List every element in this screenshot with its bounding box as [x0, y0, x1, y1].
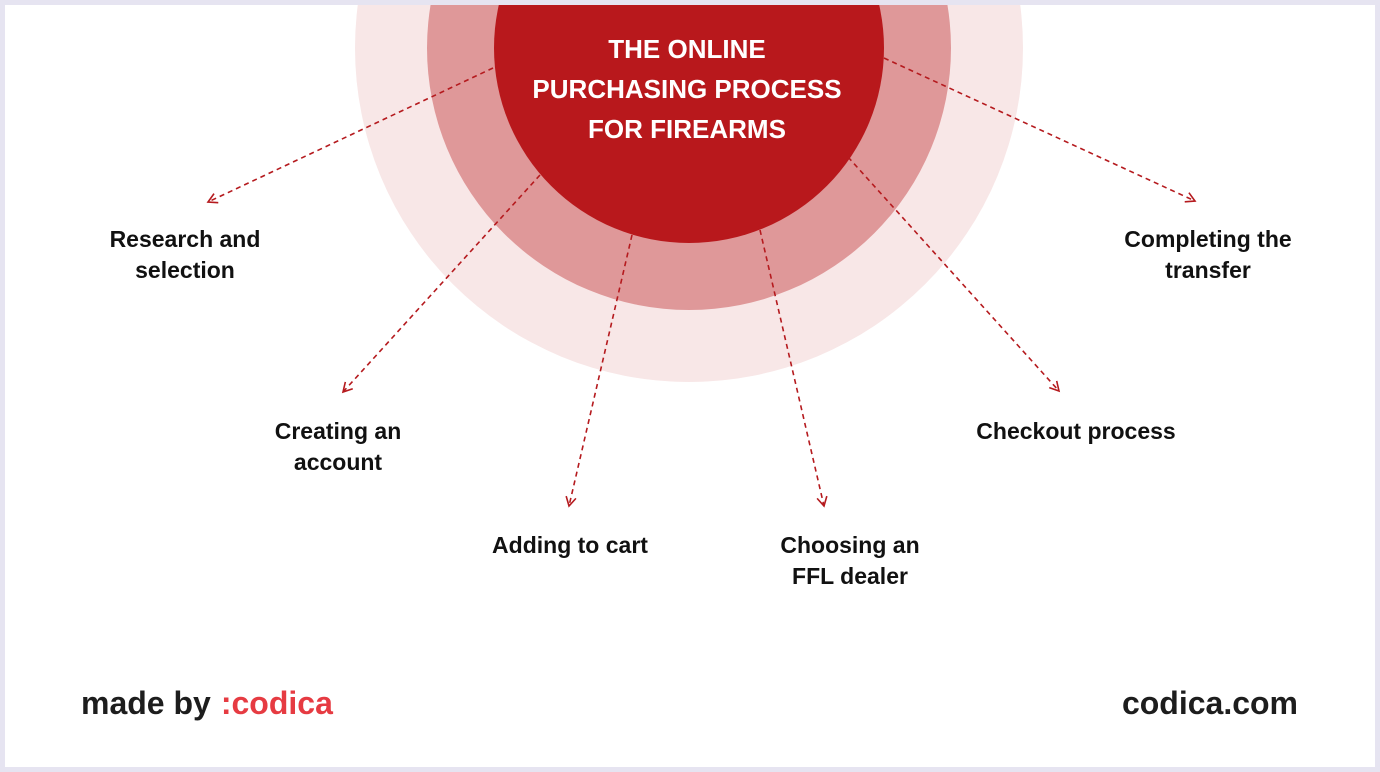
step-label-line: Adding to cart — [492, 532, 648, 558]
arrow-cart — [565, 234, 633, 508]
step-label-line: FFL dealer — [792, 563, 908, 589]
arrow-research — [206, 67, 494, 204]
process-diagram — [206, 5, 1197, 508]
step-label-line: Research and — [109, 226, 261, 252]
center-circle — [494, 5, 884, 243]
step-completing-transfer: Completing the transfer — [1093, 224, 1323, 286]
step-label-line: account — [293, 449, 383, 475]
arrow-dealer — [759, 229, 828, 508]
diagram-title: THE ONLINE PURCHASING PROCESS FOR FIREAR… — [505, 29, 869, 149]
step-label-line: transfer — [1165, 257, 1251, 283]
step-checkout-process: Checkout process — [951, 416, 1201, 447]
arrow-checkout — [847, 156, 1061, 393]
step-label-line: Creating an — [274, 418, 402, 444]
title-line-3: FOR FIREARMS — [588, 114, 786, 144]
step-label-line: Completing the — [1124, 226, 1292, 252]
step-creating-account: Creating an account — [243, 416, 433, 478]
codica-logo[interactable]: :codica — [220, 685, 333, 721]
site-link[interactable]: codica.com — [1121, 685, 1298, 721]
title-line-2: PURCHASING PROCESS — [532, 74, 842, 104]
arrow-account — [341, 174, 541, 394]
infographic-card: THE ONLINE PURCHASING PROCESS FOR FIREAR… — [5, 5, 1375, 767]
title-line-1: THE ONLINE — [608, 34, 766, 64]
step-label-line: selection — [135, 257, 235, 283]
step-research-and-selection: Research and selection — [80, 224, 290, 286]
step-label-line: Checkout process — [976, 418, 1176, 444]
step-label-line: Choosing an — [780, 532, 920, 558]
made-by-credit: made by:codica — [81, 683, 333, 723]
arrow-transfer — [883, 57, 1197, 203]
step-choosing-ffl-dealer: Choosing an FFL dealer — [745, 530, 955, 592]
step-adding-to-cart: Adding to cart — [465, 530, 675, 561]
made-by-label: made by — [81, 685, 211, 721]
